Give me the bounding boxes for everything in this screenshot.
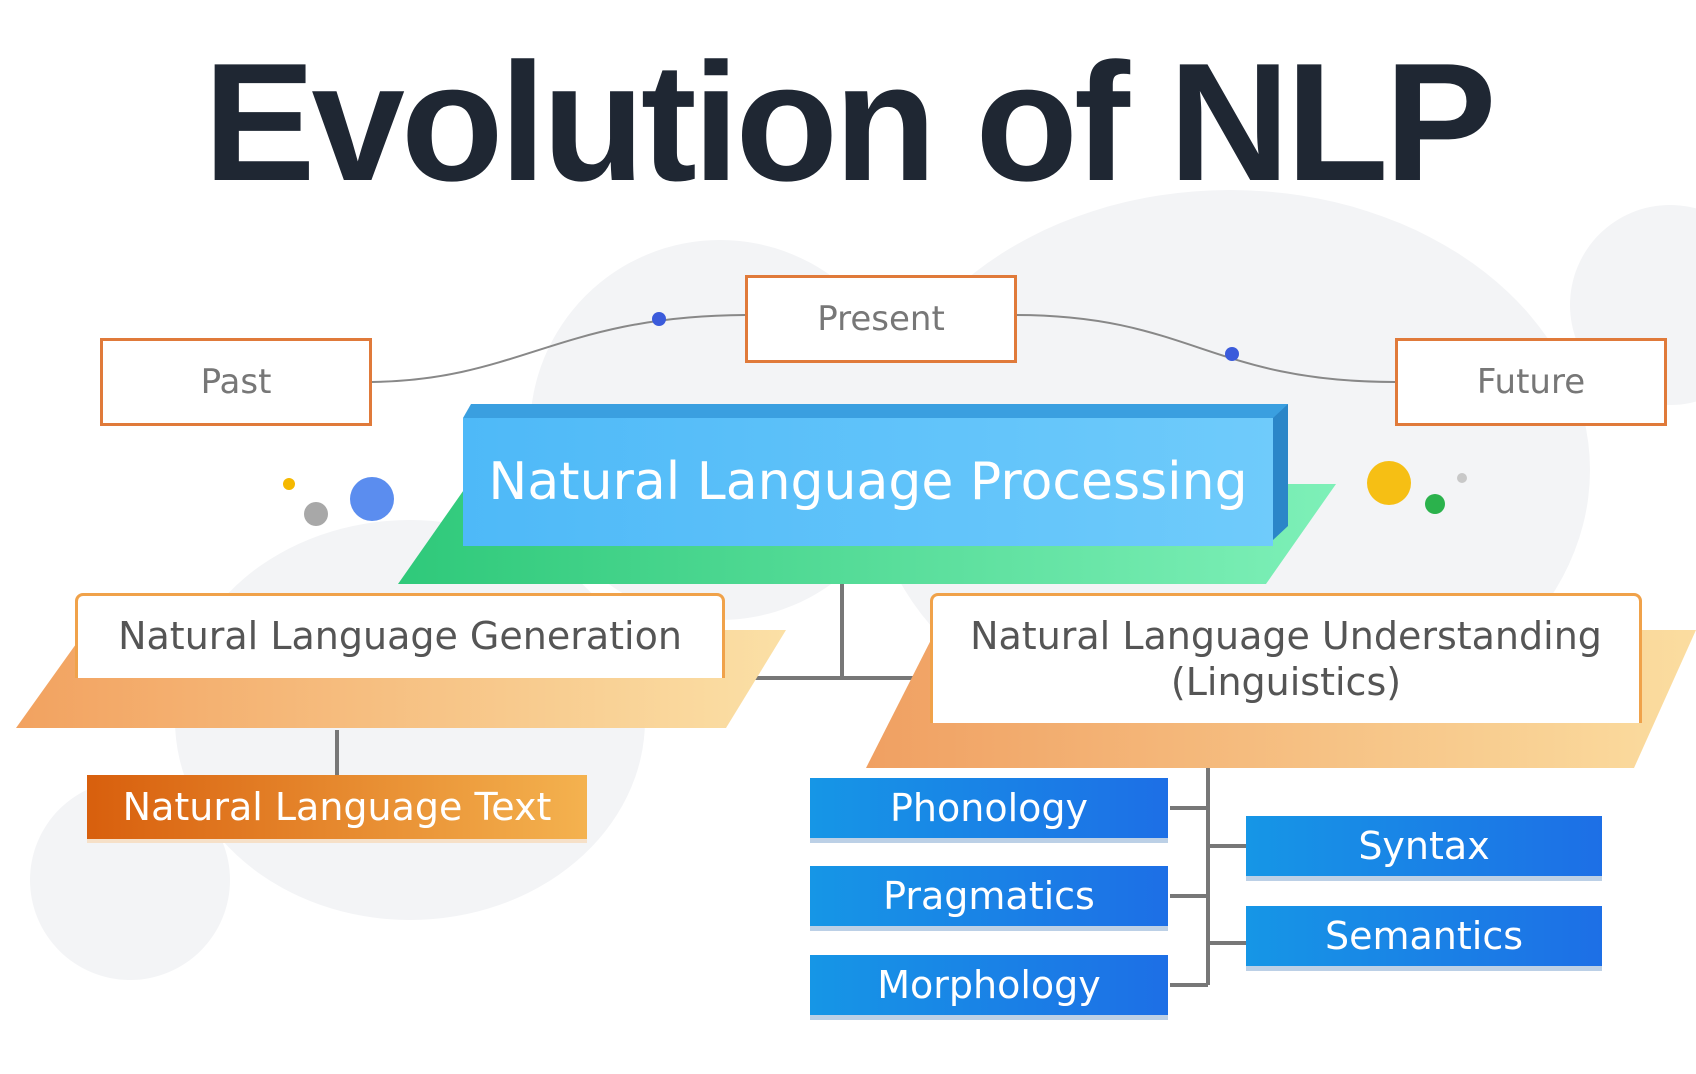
timeline-curve-left [371, 314, 746, 383]
timeline-curve-right [1014, 314, 1396, 383]
phonology-box: Phonology [810, 778, 1168, 838]
semantics-label: Semantics [1324, 914, 1524, 958]
phonology-label: Phonology [890, 786, 1088, 830]
past-label: Past [200, 362, 272, 402]
connector-core-branches [755, 580, 935, 680]
decor-dot-yellow-small [283, 478, 295, 490]
morphology-box: Morphology [810, 955, 1168, 1015]
decor-dot-green [1425, 494, 1445, 514]
timeline-dot [652, 312, 666, 326]
page-title: Evolution of NLP [203, 28, 1496, 216]
decor-dot-grey [304, 502, 328, 526]
future-label: Future [1476, 362, 1586, 402]
past-box: Past [100, 338, 372, 426]
syntax-box: Syntax [1246, 816, 1602, 876]
generation-output-box: Natural Language Text [87, 775, 587, 839]
core-block [463, 404, 1288, 546]
connector-linguistics-tree [1170, 768, 1246, 987]
pragmatics-box: Pragmatics [810, 866, 1168, 926]
present-box: Present [745, 275, 1017, 363]
pragmatics-label: Pragmatics [883, 874, 1095, 918]
understanding-label-line2: (Linguistics) [1170, 659, 1402, 704]
generation-output-label: Natural Language Text [122, 785, 552, 829]
timeline-dot [1225, 347, 1239, 361]
generation-label: Natural Language Generation [118, 614, 682, 659]
future-box: Future [1395, 338, 1667, 426]
morphology-label: Morphology [877, 963, 1101, 1007]
understanding-card: Natural Language Understanding (Linguist… [930, 593, 1642, 723]
decor-dot-yellow [1367, 461, 1411, 505]
core-label: Natural Language Processing [488, 452, 1248, 512]
semantics-box: Semantics [1246, 906, 1602, 966]
understanding-label-line1: Natural Language Understanding [970, 613, 1602, 658]
decor-dot-grey-small [1457, 473, 1467, 483]
decor-dot-blue [350, 477, 394, 521]
present-label: Present [817, 299, 945, 339]
syntax-label: Syntax [1358, 824, 1490, 868]
generation-card: Natural Language Generation [75, 593, 725, 678]
